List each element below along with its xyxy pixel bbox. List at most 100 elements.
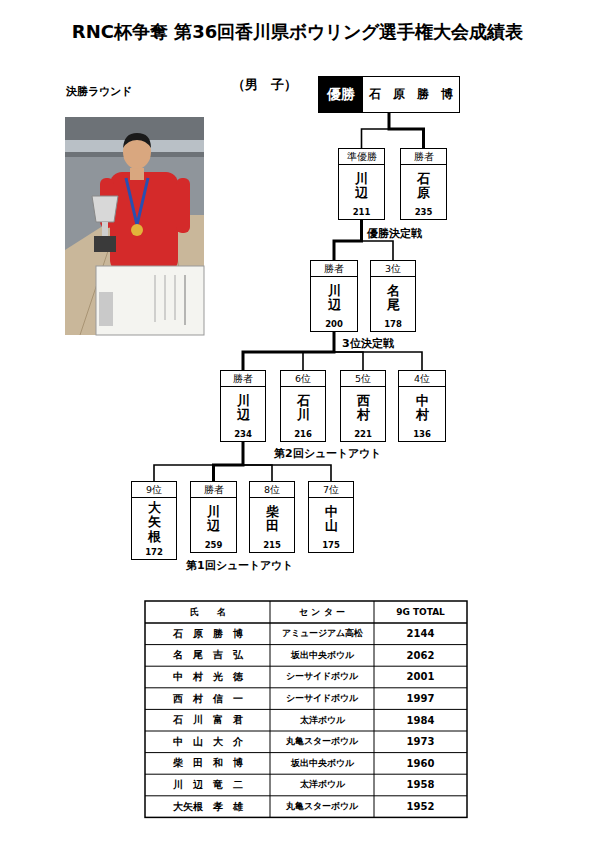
rank-label: 勝者 bbox=[311, 261, 357, 277]
table-cell: 西 村 信 一 bbox=[145, 688, 270, 710]
table-rule bbox=[145, 666, 467, 667]
stage-label: 第1回シュートアウト bbox=[186, 558, 293, 573]
table-cell: 柴 田 和 博 bbox=[145, 753, 270, 775]
player-box: 9位大矢根172 bbox=[131, 481, 177, 560]
stage-label: 3位決定戦 bbox=[342, 336, 394, 351]
score-number: 175 bbox=[309, 540, 353, 552]
score-number: 235 bbox=[401, 207, 446, 219]
page-title: RNC杯争奪 第36回香川県ボウリング選手権大会成績表 bbox=[0, 20, 595, 44]
score-number: 221 bbox=[341, 429, 385, 441]
name-area: 西村 bbox=[341, 387, 385, 429]
trophy-cup bbox=[92, 196, 118, 222]
neck bbox=[130, 168, 144, 180]
table-rule bbox=[145, 709, 467, 710]
rank-label: 準優勝 bbox=[339, 149, 384, 165]
table-cell: 中 村 光 徳 bbox=[145, 666, 270, 688]
champion-name: 石 原 勝 博 bbox=[363, 77, 459, 112]
table-cell: 中 山 大 介 bbox=[145, 731, 270, 753]
red-shirt bbox=[110, 172, 178, 272]
bracket-connector bbox=[243, 332, 334, 370]
photo-background bbox=[65, 117, 204, 335]
table-cell: 1952 bbox=[374, 796, 467, 818]
player-name: 石原 bbox=[417, 172, 430, 201]
rank-label: 勝者 bbox=[221, 371, 265, 387]
table-cell: 2062 bbox=[374, 645, 467, 667]
player-name: 川辺 bbox=[207, 505, 220, 534]
name-area: 石川 bbox=[281, 387, 325, 429]
name-area: 大矢根 bbox=[132, 498, 176, 547]
table-cell: 2001 bbox=[374, 666, 467, 688]
player-box: 勝者川辺234 bbox=[220, 370, 266, 442]
player-name: 名尾 bbox=[387, 284, 400, 313]
table-header: 9G TOTAL bbox=[374, 601, 467, 623]
table-cell: 大矢根 孝 雄 bbox=[145, 796, 270, 818]
table-cell: 石 川 富 君 bbox=[145, 709, 270, 731]
table-cell: 石 原 勝 博 bbox=[145, 623, 270, 645]
bracket-connector bbox=[334, 220, 362, 260]
champion-box: 優勝石 原 勝 博 bbox=[318, 76, 460, 113]
table-cell: 1958 bbox=[374, 774, 467, 796]
table-cell: 太洋ボウル bbox=[270, 709, 374, 731]
score-number: 178 bbox=[371, 319, 415, 331]
table-cell: 川 辺 竜 二 bbox=[145, 774, 270, 796]
certificate-writing bbox=[175, 275, 176, 320]
table-cell: シーサイドボウル bbox=[270, 688, 374, 710]
table-cell: 太洋ボウル bbox=[270, 774, 374, 796]
certificate-writing bbox=[185, 275, 186, 325]
rank-label: 3位 bbox=[371, 261, 415, 277]
player-name: 大矢根 bbox=[148, 501, 161, 544]
score-number: 259 bbox=[191, 540, 236, 552]
player-box: 準優勝川辺211 bbox=[338, 148, 385, 220]
player-box: 4位中村136 bbox=[398, 370, 446, 442]
bracket-connector bbox=[214, 442, 244, 481]
rank-label: 5位 bbox=[341, 371, 385, 387]
name-area: 柴田 bbox=[250, 498, 294, 540]
shirt-sleeve bbox=[176, 178, 190, 233]
rank-label: 8位 bbox=[250, 482, 294, 498]
player-box: 3位名尾 178 bbox=[370, 260, 416, 332]
name-area: 中村 bbox=[399, 387, 445, 429]
medal-ribbon bbox=[126, 178, 148, 225]
table-header: セ ン タ ー bbox=[270, 601, 374, 623]
champion-heading: 優勝 bbox=[319, 77, 363, 112]
table-border bbox=[145, 601, 467, 817]
player-name: 川辺 bbox=[355, 172, 368, 201]
name-area: 石原 bbox=[401, 165, 446, 207]
bracket-connector bbox=[362, 113, 390, 148]
bracket-connector bbox=[243, 442, 272, 481]
score-number: 216 bbox=[281, 429, 325, 441]
certificate-writing bbox=[155, 275, 156, 322]
table-cell: 丸亀スターボウル bbox=[270, 796, 374, 818]
name-area: 川辺 bbox=[191, 498, 236, 540]
table-cell: 名 尾 吉 弘 bbox=[145, 645, 270, 667]
name-area: 川辺 bbox=[311, 277, 357, 319]
rank-label: 6位 bbox=[281, 371, 325, 387]
bracket-connector bbox=[154, 442, 243, 481]
bracket-connector bbox=[334, 332, 422, 370]
score-number: 172 bbox=[132, 547, 176, 559]
player-box: 勝者石原 235 bbox=[400, 148, 447, 220]
score-number: 215 bbox=[250, 540, 294, 552]
table-cell: 1960 bbox=[374, 753, 467, 775]
stage-label: 第2回シュートアウト bbox=[274, 446, 381, 461]
table-rule bbox=[145, 774, 467, 775]
medal bbox=[131, 224, 143, 236]
stage-label: 優勝決定戦 bbox=[367, 226, 422, 241]
player-name: 川辺 bbox=[328, 284, 341, 313]
stage-label: （男 子） bbox=[232, 76, 297, 94]
rank-label: 勝者 bbox=[401, 149, 446, 165]
table-rule bbox=[145, 644, 467, 645]
score-number: 234 bbox=[221, 429, 265, 441]
table-cell: 1973 bbox=[374, 731, 467, 753]
certificate bbox=[96, 266, 204, 335]
table-cell: 坂出中央ボウル bbox=[270, 645, 374, 667]
table-cell: 1984 bbox=[374, 709, 467, 731]
bracket-connector bbox=[389, 113, 424, 148]
player-name: 中村 bbox=[416, 394, 429, 423]
bracket-connector bbox=[303, 332, 334, 370]
player-box: 勝者川辺200 bbox=[310, 260, 358, 332]
table-rule bbox=[145, 687, 467, 688]
player-box: 5位西村221 bbox=[340, 370, 386, 442]
player-name: 柴田 bbox=[266, 505, 279, 534]
name-area: 川辺 bbox=[221, 387, 265, 429]
